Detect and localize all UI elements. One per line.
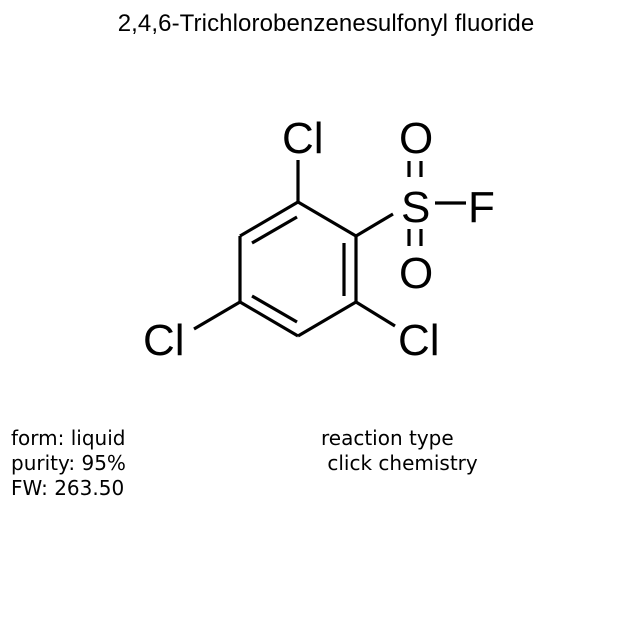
- atom-cl-top: Cl: [282, 114, 324, 163]
- ring-double-bond-inner: [251, 294, 298, 324]
- property-fw: FW: 263.50: [11, 476, 125, 500]
- ring-double-bond-inner: [251, 215, 298, 245]
- atom-o-top: O: [399, 114, 433, 163]
- ring-bond: [239, 300, 299, 338]
- bond-c-s: [355, 212, 394, 238]
- atom-o-bottom: O: [399, 249, 433, 298]
- bond-c-cl-left: [193, 300, 241, 331]
- benzene-ring: [238, 200, 358, 338]
- atom-cl-left: Cl: [143, 316, 185, 365]
- compound-title: 2,4,6-Trichlorobenzenesulfonyl fluoride: [117, 10, 535, 37]
- ring-bond: [297, 300, 357, 338]
- ring-bond: [297, 200, 357, 238]
- property-purity: purity: 95%: [11, 451, 126, 475]
- reaction-type-label: reaction type: [321, 426, 454, 450]
- atom-s: S: [401, 183, 430, 232]
- bond-c-cl-right: [355, 300, 396, 328]
- ring-bond: [239, 200, 299, 238]
- atom-cl-right: Cl: [398, 316, 440, 365]
- reaction-block: reaction type click chemistry: [321, 426, 478, 476]
- atom-f: F: [468, 183, 495, 232]
- properties-block: form: liquid purity: 95% FW: 263.50: [11, 426, 126, 501]
- property-form: form: liquid: [11, 426, 126, 450]
- reaction-type-value: click chemistry: [321, 451, 478, 475]
